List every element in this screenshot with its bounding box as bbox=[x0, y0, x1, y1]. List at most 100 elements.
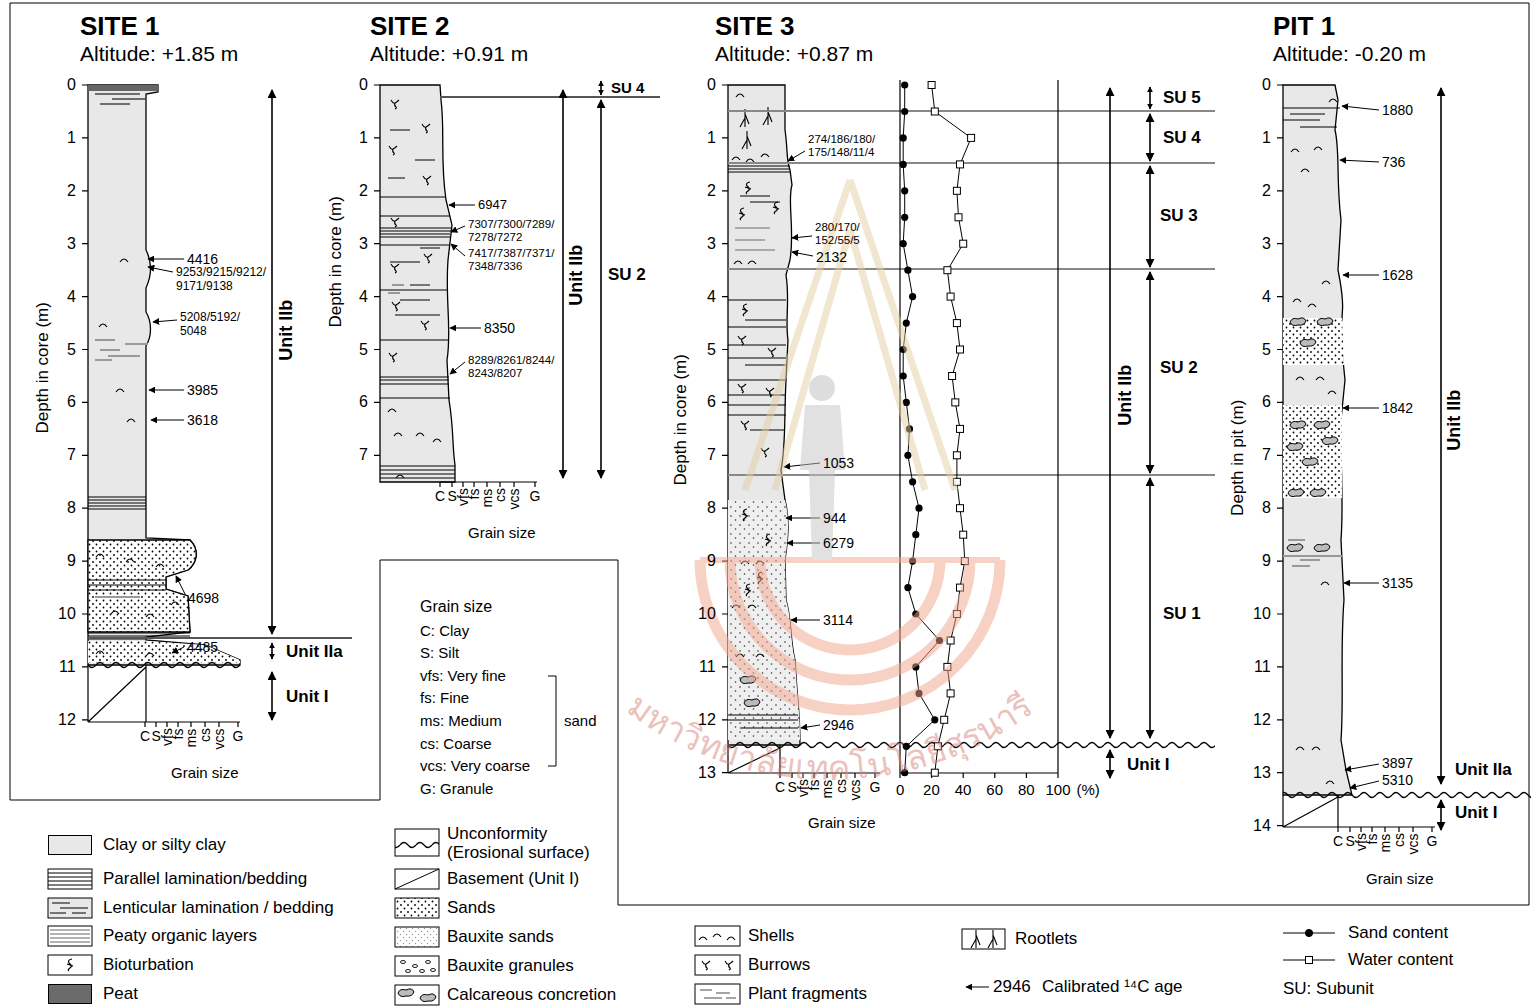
legend-text: Rootlets bbox=[1015, 929, 1077, 949]
tick-label: 8 bbox=[707, 499, 716, 517]
tick-label: 13 bbox=[698, 764, 716, 782]
age-label: 2946 bbox=[823, 717, 854, 733]
svg-text:มหาวิทยาลัยเทคโนโลยีสุรนารี: มหาวิทยาลัยเทคโนโลยีสุรนารี bbox=[620, 685, 1040, 788]
legend-text: G: Granule bbox=[420, 780, 493, 797]
legend-text: ms: Medium bbox=[420, 712, 502, 729]
grain-class: cs bbox=[1391, 833, 1407, 847]
legend-text: Calibrated ¹⁴C age bbox=[1042, 977, 1183, 997]
site2-column bbox=[374, 85, 660, 487]
grain-class: vcs bbox=[506, 488, 522, 509]
legend-heading: Grain size bbox=[420, 598, 492, 616]
tick-label: (%) bbox=[1077, 781, 1100, 798]
unit-label: Unit IIb bbox=[566, 244, 587, 305]
tick-label: 4 bbox=[707, 288, 716, 306]
tick-label: 5 bbox=[1262, 341, 1271, 359]
legend-text: vcs: Very coarse bbox=[420, 757, 530, 774]
watermark-logo bbox=[700, 180, 1000, 710]
tick-label: 6 bbox=[707, 393, 716, 411]
tick-label: 6 bbox=[359, 393, 368, 411]
legend-text: Parallel lamination/bedding bbox=[103, 869, 307, 889]
age-label: 280/170/ 152/55/5 bbox=[815, 221, 860, 247]
tick-label: 0 bbox=[1262, 76, 1271, 94]
unit-label: Unit I bbox=[1455, 803, 1498, 823]
panel-title: SITE 2 bbox=[370, 12, 449, 42]
tick-label: 5 bbox=[707, 341, 716, 359]
age-label: 4698 bbox=[188, 590, 219, 606]
legend-samples bbox=[48, 829, 1335, 1005]
tick-label: 2 bbox=[67, 182, 76, 200]
grain-class: ms bbox=[1377, 833, 1393, 852]
tick-label: 0 bbox=[67, 76, 76, 94]
tick-label: 1 bbox=[707, 129, 716, 147]
grain-class: G bbox=[870, 779, 881, 795]
tick-label: 9 bbox=[67, 552, 76, 570]
age-label: 1842 bbox=[1382, 400, 1413, 416]
unit-label: SU 2 bbox=[1160, 358, 1198, 378]
legend-swatch bbox=[48, 984, 92, 1004]
grain-class: vcs bbox=[1405, 833, 1421, 854]
legend-text: cs: Coarse bbox=[420, 735, 492, 752]
tick-label: 8 bbox=[67, 499, 76, 517]
tick-label: 11 bbox=[699, 658, 716, 676]
legend-text: Burrows bbox=[748, 955, 810, 975]
age-label: 4416 bbox=[187, 251, 218, 267]
legend-note: SU: Subunit bbox=[1283, 979, 1374, 999]
legend-text: Bioturbation bbox=[103, 955, 194, 975]
grain-class: C bbox=[775, 779, 785, 795]
unit-label: SU 5 bbox=[1163, 88, 1201, 108]
unit-label: Unit IIb bbox=[1444, 389, 1465, 450]
age-label: 5208/5192/ 5048 bbox=[180, 311, 240, 339]
panel-title: SITE 1 bbox=[80, 12, 159, 42]
unit-label: Unit I bbox=[286, 687, 329, 707]
tick-label: 5 bbox=[359, 341, 368, 359]
legend-swatch bbox=[48, 835, 92, 855]
axis-title: Grain size bbox=[1366, 870, 1434, 887]
age-label: 2132 bbox=[816, 249, 847, 265]
tick-label: 1 bbox=[67, 129, 76, 147]
age-label: 8350 bbox=[484, 320, 515, 336]
watermark-text: มหาวิทยาลัยเทคโนโลยีสุรนารี bbox=[620, 685, 1040, 788]
grain-class: vcs bbox=[211, 728, 227, 749]
legend-text: fs: Fine bbox=[420, 689, 469, 706]
tick-label: 2 bbox=[359, 182, 368, 200]
grain-class: ms bbox=[819, 779, 835, 798]
legend-text: Lenticular lamination / bedding bbox=[103, 898, 334, 918]
legend-text: Water content bbox=[1348, 950, 1453, 970]
legend-text: vfs: Very fine bbox=[420, 667, 506, 684]
tick-label: 12 bbox=[1253, 711, 1271, 729]
tick-label: 14 bbox=[1253, 817, 1271, 835]
tick-label: 0 bbox=[359, 76, 368, 94]
grain-class: ms bbox=[183, 728, 199, 747]
legend-text: Peaty organic layers bbox=[103, 926, 257, 946]
legend-text: S: Silt bbox=[420, 644, 459, 661]
axis-title: Depth in pit (m) bbox=[1228, 400, 1248, 516]
grain-class: C bbox=[140, 728, 150, 744]
age-label: 1053 bbox=[823, 455, 854, 471]
tick-label: 0 bbox=[707, 76, 716, 94]
grain-class: G bbox=[530, 488, 541, 504]
age-label: 7417/7387/7371/ 7348/7336 bbox=[468, 247, 554, 273]
unit-label: SU 4 bbox=[1163, 128, 1201, 148]
tick-label: 4 bbox=[359, 288, 368, 306]
axis-title: Depth in core (m) bbox=[670, 354, 690, 485]
unit-label: SU 4 bbox=[611, 79, 644, 96]
age-label: 7307/7300/7289/ 7278/7272 bbox=[468, 218, 554, 244]
axis-title: Depth in core (m) bbox=[325, 196, 345, 327]
age-label: 274/186/180/ 175/148/11/4 bbox=[808, 133, 875, 159]
tick-label: 10 bbox=[1253, 605, 1271, 623]
axis-title: Grain size bbox=[171, 764, 239, 781]
unit-label: SU 3 bbox=[1160, 206, 1198, 226]
tick-label: 7 bbox=[67, 446, 76, 464]
unit-label: SU 1 bbox=[1163, 604, 1201, 624]
tick-label: 10 bbox=[698, 605, 716, 623]
legend-text: C: Clay bbox=[420, 622, 469, 639]
age-label: 5310 bbox=[1382, 772, 1413, 788]
grain-class: G bbox=[1427, 833, 1438, 849]
tick-label: 7 bbox=[359, 446, 368, 464]
age-label: 8289/8261/8244/ 8243/8207 bbox=[468, 354, 554, 380]
legend-text: Peat bbox=[103, 984, 138, 1004]
tick-label: 60 bbox=[986, 781, 1003, 798]
tick-label: 1 bbox=[359, 129, 368, 147]
